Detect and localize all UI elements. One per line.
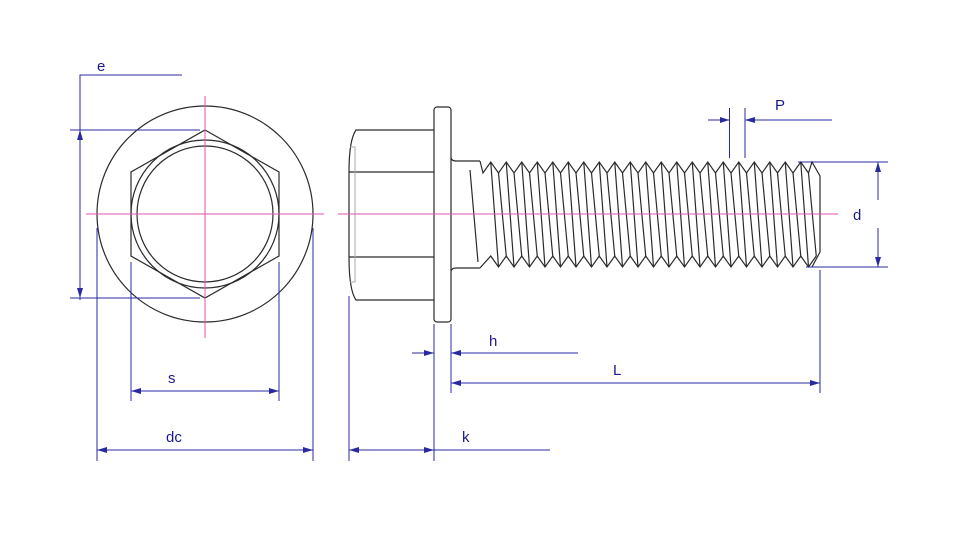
dim-e: e: [70, 58, 200, 300]
label-h: h: [489, 333, 497, 350]
label-L: L: [613, 362, 621, 379]
thread-runout: [469, 169, 479, 263]
shank: [450, 157, 480, 272]
label-d: d: [853, 207, 861, 224]
dim-s: s: [130, 262, 280, 401]
dim-P: P: [708, 97, 832, 158]
dim-h: h: [412, 324, 578, 393]
end-view: [86, 96, 324, 338]
side-view: [338, 106, 838, 323]
label-P: P: [775, 97, 785, 114]
dim-dc: dc: [96, 228, 314, 461]
dimensions: e s dc k: [70, 58, 888, 461]
dim-k: k: [348, 296, 550, 461]
thread-profile-bottom: [479, 254, 817, 269]
hex-head: [348, 129, 434, 301]
dim-d: d: [798, 161, 888, 268]
label-k: k: [462, 429, 470, 446]
thread-profile-top: [479, 160, 821, 268]
label-dc: dc: [166, 429, 182, 446]
dim-L: L: [451, 270, 821, 393]
label-s: s: [168, 370, 176, 387]
label-e: e: [97, 58, 105, 75]
